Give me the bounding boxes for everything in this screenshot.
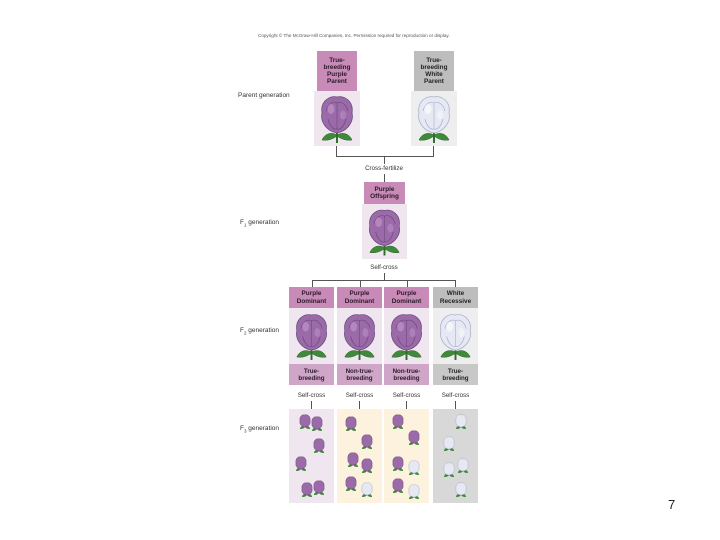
- f2-self-cross-label: Self-cross: [392, 392, 421, 399]
- f3-offspring-panel: [384, 409, 429, 503]
- f2-generation-label: F2 generation: [240, 327, 280, 336]
- white-parent-panel: [411, 91, 457, 146]
- purple-flower-icon: [344, 314, 375, 360]
- connector-line: [360, 280, 361, 287]
- f2-breeding-label: True-breeding: [433, 364, 478, 385]
- connector-line: [336, 146, 337, 157]
- connector-line: [455, 401, 456, 409]
- f1-offspring-panel: [362, 204, 407, 259]
- f3-flowers-group: [295, 414, 325, 497]
- f3-offspring-panel: [433, 409, 478, 503]
- purple-flower-icon: [321, 96, 353, 143]
- connector-line: [455, 280, 456, 287]
- f2-breeding-label: Non-true-breeding: [337, 364, 382, 385]
- parent-generation-label: Parent generation: [238, 92, 290, 99]
- f2-flower-panel: [433, 308, 478, 364]
- connector-line: [312, 280, 313, 287]
- connector-line: [312, 280, 455, 281]
- self-cross-label: Self-cross: [370, 264, 398, 271]
- connector-line: [384, 156, 385, 164]
- f3-flowers-group: [392, 414, 420, 499]
- f3-flowers-group: [443, 414, 469, 497]
- f2-flower-panel: [337, 308, 382, 364]
- connector-line: [433, 146, 434, 157]
- f1-generation-label: F1 generation: [240, 219, 280, 228]
- cross-fertilize-label: Cross-fertilize: [365, 165, 403, 172]
- purple-parent-panel: [314, 91, 360, 146]
- copyright-notice: Copyright © The McGraw-Hill Companies, I…: [258, 33, 450, 38]
- connector-line: [384, 273, 385, 280]
- purple-flower-icon: [391, 314, 422, 360]
- connector-line: [406, 401, 407, 409]
- f2-self-cross-label: Self-cross: [345, 392, 374, 399]
- connector-line: [359, 401, 360, 409]
- f2-flower-panel: [289, 308, 334, 364]
- f3-flowers-group: [345, 416, 373, 497]
- f2-breeding-label: True-breeding: [289, 364, 334, 385]
- connector-line: [407, 280, 408, 287]
- connector-line: [384, 174, 385, 182]
- white-flower-icon: [440, 314, 471, 360]
- page-number: 7: [668, 497, 676, 512]
- f2-self-cross-label: Self-cross: [441, 392, 470, 399]
- f3-offspring-panel: [289, 409, 334, 503]
- white-flower-icon: [418, 96, 450, 143]
- f2-flower-panel: [384, 308, 429, 364]
- connector-line: [336, 156, 434, 157]
- connector-line: [311, 401, 312, 409]
- f2-self-cross-label: Self-cross: [297, 392, 326, 399]
- f3-offspring-panel: [337, 409, 382, 503]
- purple-flower-icon: [369, 209, 400, 256]
- purple-flower-icon: [296, 314, 327, 360]
- f2-breeding-label: Non-true-breeding: [384, 364, 429, 385]
- f3-generation-label: F3 generation: [240, 425, 280, 434]
